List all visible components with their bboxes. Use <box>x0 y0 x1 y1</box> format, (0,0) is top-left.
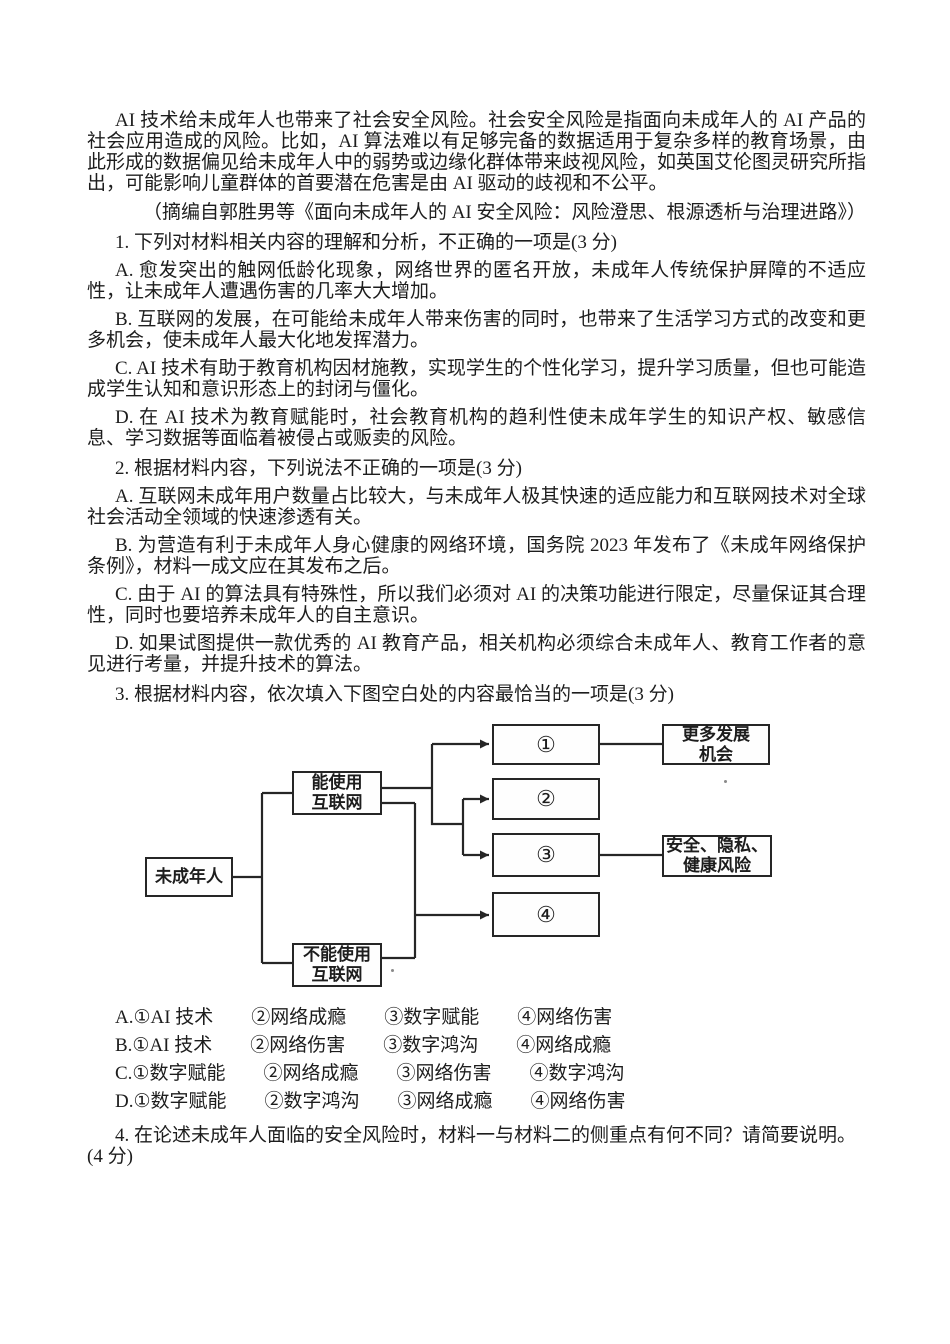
diagram-node-can-use-internet: 能使用 互联网 <box>292 771 382 815</box>
question-1-option-c: C. AI 技术有助于教育机构因材施教，实现学生的个性化学习，提升学习质量，但也… <box>87 358 866 400</box>
question-3-option-c: C.①数字赋能 ②网络成瘾 ③网络伤害 ④数字鸿沟 <box>115 1063 625 1084</box>
diagram-connectors <box>233 739 662 965</box>
scan-speck <box>724 780 727 783</box>
passage-paragraph: AI 技术给未成年人也带来了社会安全风险。社会安全风险是指面向未成年人的 AI … <box>87 110 867 194</box>
question-1-option-a: A. 愈发突出的触网低龄化现象，网络世界的匿名开放，未成年人传统保护屏障的不适应… <box>87 260 866 302</box>
question-1-stem: 1. 下列对材料相关内容的理解和分析，不正确的一项是(3 分) <box>115 232 617 253</box>
diagram-node-blank-2: ② <box>492 778 600 820</box>
question-2-option-b: B. 为营造有利于未成年人身心健康的网络环境，国务院 2023 年发布了《未成年… <box>87 535 866 577</box>
question-3-stem: 3. 根据材料内容，依次填入下图空白处的内容最恰当的一项是(3 分) <box>115 684 674 705</box>
flow-diagram: 未成年人 能使用 互联网 不能使用 互联网 ① ② ③ ④ 更多发展 机会 安全… <box>87 711 787 997</box>
question-2-option-a: A. 互联网未成年用户数量占比较大，与未成年人极其快速的适应能力和互联网技术对全… <box>87 486 866 528</box>
passage-citation: （摘编自郭胜男等《面向未成年人的 AI 安全风险：风险澄思、根源透析与治理进路》… <box>142 202 866 223</box>
question-3-option-b: B.①AI 技术 ②网络伤害 ③数字鸿沟 ④网络成瘾 <box>115 1035 612 1056</box>
diagram-node-safety-privacy-health-risk: 安全、隐私、 健康风险 <box>662 835 772 877</box>
question-4-stem: 4. 在论述未成年人面临的安全风险时，材料一与材料二的侧重点有何不同？请简要说明… <box>87 1125 857 1167</box>
scan-speck <box>391 969 394 972</box>
diagram-node-minors: 未成年人 <box>145 857 233 897</box>
question-2-stem: 2. 根据材料内容，下列说法不正确的一项是(3 分) <box>115 458 522 479</box>
diagram-node-blank-4: ④ <box>492 892 600 937</box>
question-2-option-d: D. 如果试图提供一款优秀的 AI 教育产品，相关机构必须综合未成年人、教育工作… <box>87 633 866 675</box>
question-3-option-a: A.①AI 技术 ②网络成瘾 ③数字赋能 ④网络伤害 <box>115 1007 613 1028</box>
diagram-node-cannot-use-internet: 不能使用 互联网 <box>292 943 382 987</box>
question-3-option-d: D.①数字赋能 ②数字鸿沟 ③网络成瘾 ④网络伤害 <box>115 1091 626 1112</box>
exam-page: AI 技术给未成年人也带来了社会安全风险。社会安全风险是指面向未成年人的 AI … <box>87 110 867 1167</box>
diagram-node-more-opportunities: 更多发展 机会 <box>662 724 770 765</box>
diagram-node-blank-1: ① <box>492 724 600 765</box>
question-1-option-b: B. 互联网的发展，在可能给未成年人带来伤害的同时，也带来了生活学习方式的改变和… <box>87 309 866 351</box>
question-2-option-c: C. 由于 AI 的算法具有特殊性，所以我们必须对 AI 的决策功能进行限定，尽… <box>87 584 866 626</box>
diagram-node-blank-3: ③ <box>492 833 600 877</box>
question-1-option-d: D. 在 AI 技术为教育赋能时，社会教育机构的趋利性使未成年学生的知识产权、敏… <box>87 407 866 449</box>
